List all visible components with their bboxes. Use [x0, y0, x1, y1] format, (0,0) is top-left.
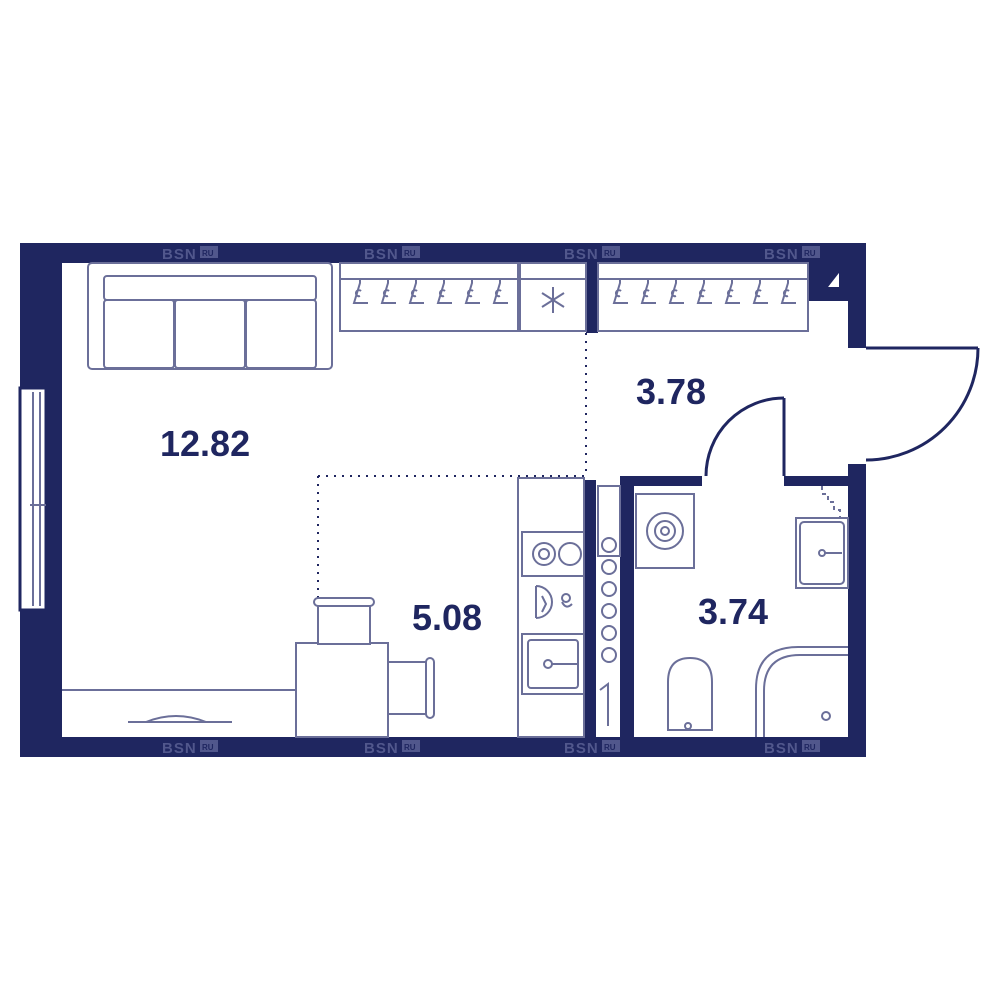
washer-icon	[635, 493, 695, 569]
wardrobe-left	[339, 262, 519, 332]
sink-icon	[795, 486, 849, 589]
sofa-icon	[87, 262, 333, 370]
svg-text:BSN: BSN	[364, 246, 399, 263]
table-icon	[295, 642, 389, 738]
svg-text:RU: RU	[404, 743, 416, 752]
svg-text:BSN: BSN	[162, 246, 197, 263]
watermark: BSN RU	[364, 246, 420, 263]
svg-text:RU: RU	[604, 743, 616, 752]
watermark: BSN RU	[764, 740, 820, 757]
svg-text:BSN: BSN	[564, 740, 599, 757]
svg-text:RU: RU	[202, 249, 214, 258]
window-icon	[18, 386, 48, 612]
svg-text:BSN: BSN	[364, 740, 399, 757]
toilet-icon	[667, 656, 713, 731]
wardrobe-right	[597, 262, 809, 332]
watermark: BSN RU	[564, 246, 620, 263]
snowflake-icon	[541, 287, 565, 313]
walls	[20, 243, 866, 757]
door-swing-icon	[865, 346, 980, 462]
watermark: BSN RU	[764, 246, 820, 263]
hanger-icon	[612, 279, 796, 304]
room-area-hall: 3.78	[636, 371, 706, 412]
svg-text:BSN: BSN	[764, 246, 799, 263]
svg-text:BSN: BSN	[764, 740, 799, 757]
sink-icon	[521, 633, 585, 695]
shower-icon	[755, 646, 848, 737]
svg-text:RU: RU	[604, 249, 616, 258]
svg-text:BSN: BSN	[162, 740, 197, 757]
watermark: BSN RU	[564, 740, 620, 757]
svg-text:RU: RU	[404, 249, 416, 258]
hanger-icon	[352, 279, 508, 304]
svg-text:RU: RU	[804, 743, 816, 752]
svg-text:BSN: BSN	[564, 246, 599, 263]
watermark: BSN RU	[364, 740, 420, 757]
shelf	[62, 689, 296, 723]
watermark: BSN RU	[162, 740, 218, 757]
room-area-living: 12.82	[160, 423, 250, 464]
stove-icon	[521, 531, 585, 577]
shaft-icon	[823, 267, 841, 289]
svg-text:RU: RU	[804, 249, 816, 258]
kitchen-counter	[517, 477, 585, 738]
dishwasher-icon	[535, 585, 573, 619]
fridge	[519, 262, 587, 332]
chair-icon	[313, 597, 435, 719]
riser-icon	[597, 485, 621, 726]
bathroom-door	[704, 396, 786, 477]
room-area-bath: 3.74	[698, 591, 768, 632]
svg-text:RU: RU	[202, 743, 214, 752]
watermark: BSN RU	[162, 246, 218, 263]
watermarks: BSN RU BSN RU BSN RU BSN RU BSN RU BSN R…	[162, 246, 820, 757]
room-area-kitchen: 5.08	[412, 597, 482, 638]
